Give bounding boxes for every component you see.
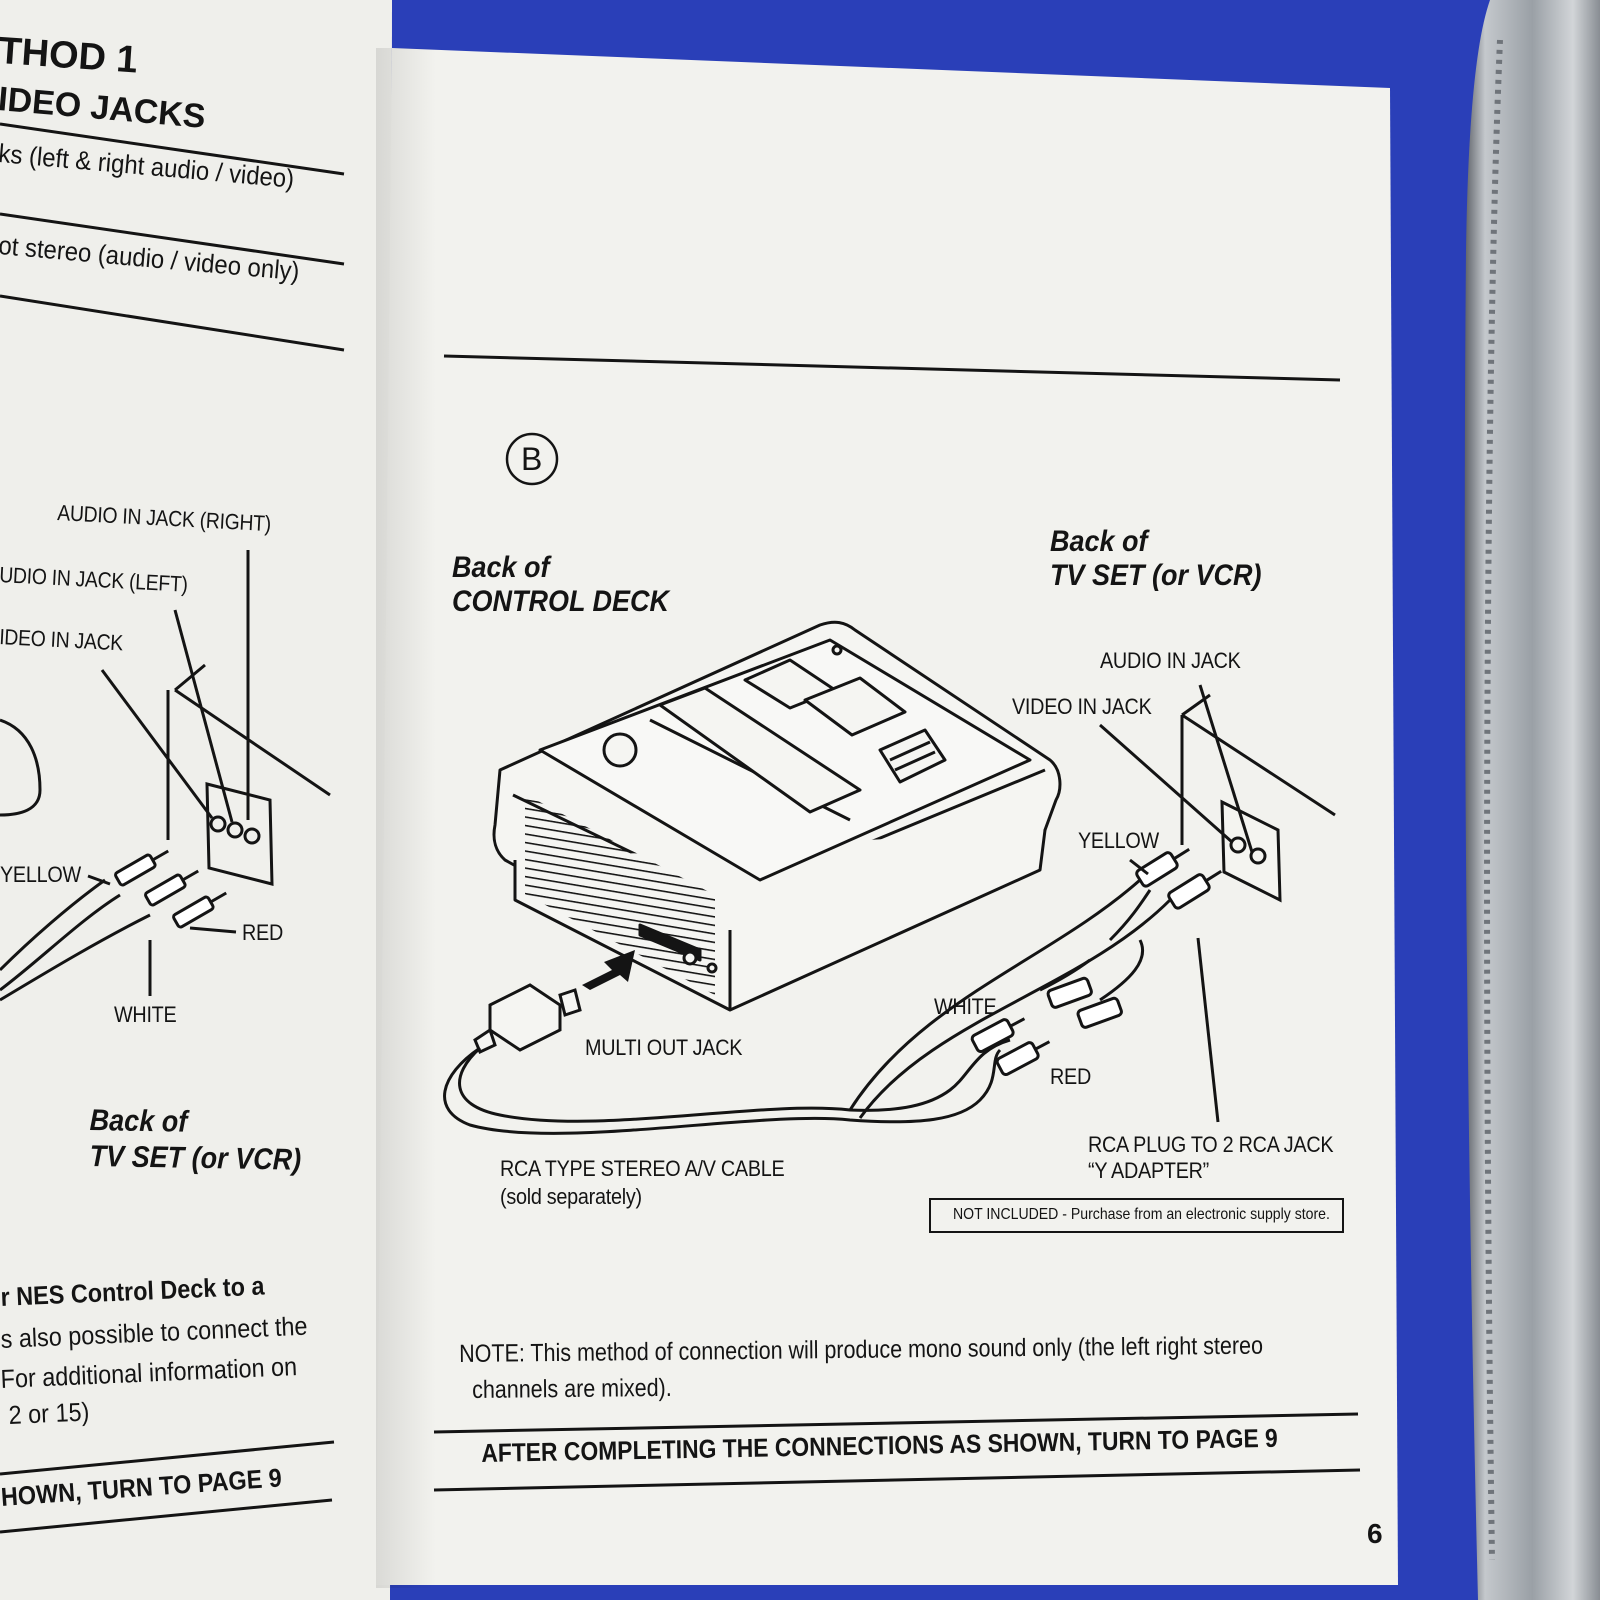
tv-back-panel (1099, 684, 1336, 1123)
rca-plugs (970, 847, 1222, 1077)
circle-marker-letter: B (521, 441, 543, 477)
left-para-line4: 2 or 15) (8, 1396, 90, 1430)
cable-label-line2: (sold separately) (500, 1184, 642, 1209)
label-multi-out-jack: MULTI OUT JACK (585, 1035, 743, 1060)
console-illustration (492, 620, 1062, 1012)
binder-silver (1464, 0, 1600, 1600)
left-connection-diagram (0, 550, 331, 1002)
label-red: RED (1050, 1064, 1092, 1089)
adapter-label-line2: “Y ADAPTER” (1088, 1158, 1209, 1183)
deck-label-line2: CONTROL DECK (452, 585, 670, 618)
deck-label-line1: Back of (452, 551, 550, 584)
left-tv-label-line2: TV SET (or VCR) (89, 1140, 302, 1177)
label-audio-in-jack: AUDIO IN JACK (1100, 648, 1241, 673)
label-video-in-jack: VIDEO IN JACK (1012, 694, 1152, 719)
tv-label-line2: TV SET (or VCR) (1050, 559, 1262, 592)
left-label-white: WHITE (114, 1002, 177, 1027)
not-included-note: NOT INCLUDED - Purchase from an electron… (953, 1206, 1330, 1223)
insert-arrow (582, 950, 635, 990)
left-label-red: RED (242, 920, 284, 945)
left-page (0, 0, 392, 1600)
label-white: WHITE (934, 994, 997, 1019)
page-number: 6 (1367, 1518, 1383, 1549)
note-line2: channels are mixed). (472, 1373, 672, 1404)
not-included-box (929, 1198, 1344, 1233)
left-tv-label-line1: Back of (89, 1104, 188, 1139)
tv-label-line1: Back of (1050, 525, 1148, 558)
circle-marker (505, 432, 559, 486)
cable-label-line1: RCA TYPE STEREO A/V CABLE (500, 1156, 785, 1181)
label-yellow: YELLOW (1078, 828, 1159, 853)
adapter-label-line1: RCA PLUG TO 2 RCA JACK (1088, 1132, 1334, 1157)
left-label-yellow: YELLOW (0, 862, 81, 887)
av-cable (443, 878, 1172, 1135)
